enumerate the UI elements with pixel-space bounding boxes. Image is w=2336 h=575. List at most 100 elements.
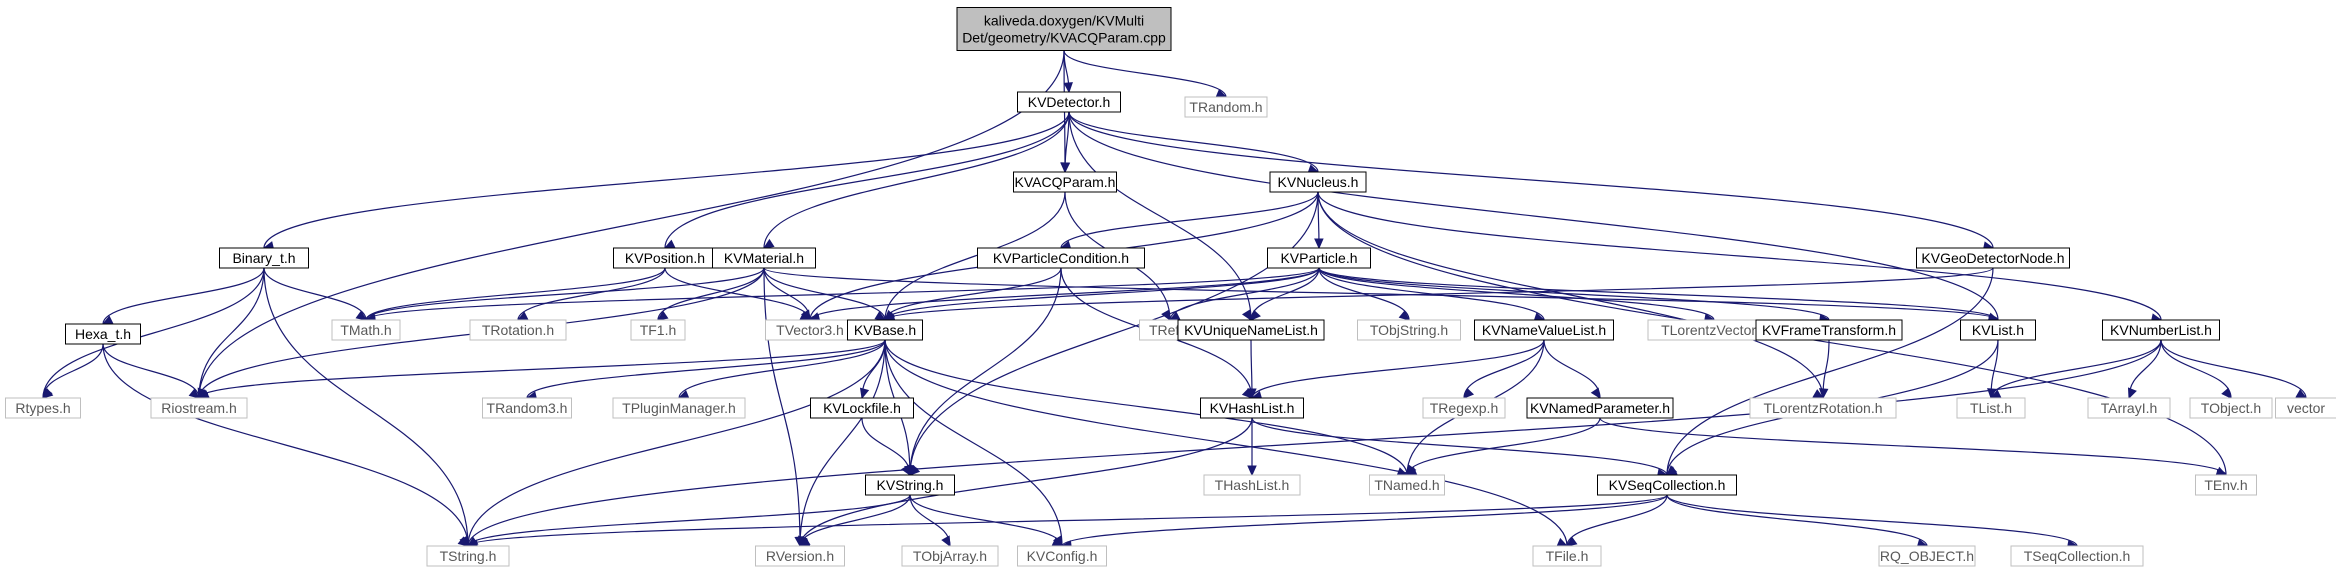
node-label: KVList.h — [1972, 322, 2024, 338]
node-kvconfig: KVConfig.h — [1017, 545, 1107, 567]
edge-hexa-t-to-rtypes — [42, 343, 104, 399]
edge-kvmaterial-to-tvector3 — [763, 267, 811, 322]
node-label: TF1.h — [640, 322, 677, 338]
node-label: TLorentzRotation.h — [1763, 400, 1882, 416]
node-box — [1526, 397, 1674, 419]
node-kvposition[interactable]: KVPosition.h — [613, 247, 717, 269]
node-label: TRotation.h — [482, 322, 554, 338]
node-label: Det/geometry/KVACQParam.cpp — [962, 30, 1166, 46]
edge-kvparticle-to-tobjstring — [1318, 267, 1410, 321]
edge-kvuniquenamelist-to-kvhashlist — [1247, 339, 1257, 400]
edge-kvbase-to-trandom3 — [525, 339, 886, 401]
edge-hexa-t-to-tstring — [102, 343, 469, 547]
node-label: TRandom.h — [1189, 99, 1262, 115]
edge-kvstring-to-rversion — [798, 494, 911, 547]
node-label: KVNucleus.h — [1278, 174, 1359, 190]
node-kvmaterial[interactable]: KVMaterial.h — [712, 247, 816, 269]
node-label: TPluginManager.h — [622, 400, 736, 416]
node-label: KVACQParam.h — [1015, 174, 1116, 190]
node-riostream: Riostream.h — [150, 397, 248, 419]
node-tseqcollection: TSeqCollection.h — [2010, 545, 2144, 567]
edge-kvnamevaluelist-to-kvhashlist — [1250, 339, 1545, 400]
node-box — [482, 397, 572, 419]
edge-kvdetector-to-kvgeodetectornode — [1068, 111, 1995, 251]
node-label: Binary_t.h — [232, 250, 295, 266]
node-tpluginmanager: TPluginManager.h — [612, 397, 746, 419]
node-root[interactable]: kaliveda.doxygen/KVMultiDet/geometry/KVA… — [956, 7, 1172, 51]
edge-kvnamevaluelist-to-tregexp — [1463, 339, 1545, 399]
node-kvnamevaluelist[interactable]: KVNameValueList.h — [1474, 319, 1614, 341]
node-kvnamedparameter[interactable]: KVNamedParameter.h — [1526, 397, 1674, 419]
node-label: KVBase.h — [854, 322, 916, 338]
node-kvbase[interactable]: KVBase.h — [847, 319, 923, 341]
node-box — [1956, 397, 2026, 419]
node-kvparticle[interactable]: KVParticle.h — [1267, 247, 1371, 269]
node-label: KVString.h — [877, 477, 944, 493]
node-box — [1017, 91, 1121, 113]
node-label: TNamed.h — [1374, 477, 1439, 493]
node-kvlockfile[interactable]: KVLockfile.h — [810, 397, 914, 419]
node-box — [1177, 319, 1325, 341]
edge-kvnumberlist-to-tobject — [2160, 339, 2232, 399]
edge-kvhashlist-to-thashlist — [1247, 418, 1257, 477]
node-rversion: RVersion.h — [755, 545, 845, 567]
node-box — [612, 397, 746, 419]
node-kvuniquenamelist[interactable]: KVUniqueNameList.h — [1177, 319, 1325, 341]
edge-binary-t-to-hexa-t — [101, 267, 265, 325]
node-box — [1013, 171, 1117, 193]
node-binary-t[interactable]: Binary_t.h — [219, 247, 309, 269]
node-kvframetransform[interactable]: KVFrameTransform.h — [1755, 319, 1903, 341]
node-box — [2195, 474, 2257, 496]
node-box — [2087, 397, 2171, 419]
edge-kvparticle-to-kvuniquenamelist — [1250, 267, 1320, 321]
node-kvlist[interactable]: KVList.h — [1960, 319, 2036, 341]
node-kvstring[interactable]: KVString.h — [865, 474, 955, 496]
node-tlorentzrotation: TLorentzRotation.h — [1749, 397, 1897, 419]
node-kvdetector[interactable]: KVDetector.h — [1017, 91, 1121, 113]
node-label: TObject.h — [2201, 400, 2261, 416]
node-label: kaliveda.doxygen/KVMulti — [984, 13, 1144, 29]
node-trandom: TRandom.h — [1184, 96, 1268, 118]
node-label: Riostream.h — [161, 400, 236, 416]
node-box — [1878, 545, 1976, 567]
node-box — [847, 319, 923, 341]
edge-kvstring-to-tobjarray — [909, 494, 951, 548]
node-box — [1267, 247, 1371, 269]
edge-kvparticlecondition-to-kvbase — [883, 267, 1062, 321]
node-tlorentzvector: TLorentzVector.h — [1647, 319, 1781, 341]
node-label: Hexa_t.h — [75, 326, 131, 342]
node-tf1: TF1.h — [630, 319, 686, 341]
node-box — [1597, 474, 1737, 496]
node-box — [219, 247, 309, 269]
node-hexa-t[interactable]: Hexa_t.h — [65, 323, 141, 345]
node-box — [2275, 397, 2336, 419]
edge-kvhashlist-to-kvseqcollection — [1251, 417, 1669, 478]
node-kvseqcollection[interactable]: KVSeqCollection.h — [1597, 474, 1737, 496]
edge-kvparticle-to-tref — [1168, 267, 1320, 321]
node-label: KVGeoDetectorNode.h — [1921, 250, 2064, 266]
node-box — [1916, 247, 2070, 269]
edge-kvbase-to-kvconfig — [884, 339, 1063, 548]
node-thashlist: THashList.h — [1203, 474, 1301, 496]
node-tobjarray: TObjArray.h — [901, 545, 999, 567]
edge-kvposition-to-tvector3 — [664, 267, 812, 321]
node-kvnucleus[interactable]: KVNucleus.h — [1269, 171, 1367, 193]
node-kvnumberlist[interactable]: KVNumberList.h — [2102, 319, 2220, 341]
node-box — [810, 397, 914, 419]
node-tstring: TString.h — [426, 545, 510, 567]
node-kvhashlist[interactable]: KVHashList.h — [1200, 397, 1304, 419]
edge-kvmaterial-to-tf1 — [656, 267, 765, 321]
node-kvacqparam[interactable]: KVACQParam.h — [1013, 171, 1117, 193]
edge-kvdetector-to-kvmaterial — [762, 111, 1070, 249]
node-kvparticlecondition[interactable]: KVParticleCondition.h — [977, 247, 1145, 269]
edge-kvposition-to-tmath — [364, 267, 666, 323]
header-nodes: kaliveda.doxygen/KVMultiDet/geometry/KVA… — [5, 7, 2336, 567]
node-kvgeodetectornode[interactable]: KVGeoDetectorNode.h — [1916, 247, 2070, 269]
node-label: KVNamedParameter.h — [1530, 400, 1670, 416]
node-box — [426, 545, 510, 567]
node-label: KVParticleCondition.h — [993, 250, 1129, 266]
edge-kvlockfile-to-kvstring — [861, 417, 911, 477]
node-label: KVSeqCollection.h — [1609, 477, 1726, 493]
edge-kvstring-to-kvconfig — [909, 494, 1064, 547]
node-label: KVNameValueList.h — [1482, 322, 1606, 338]
